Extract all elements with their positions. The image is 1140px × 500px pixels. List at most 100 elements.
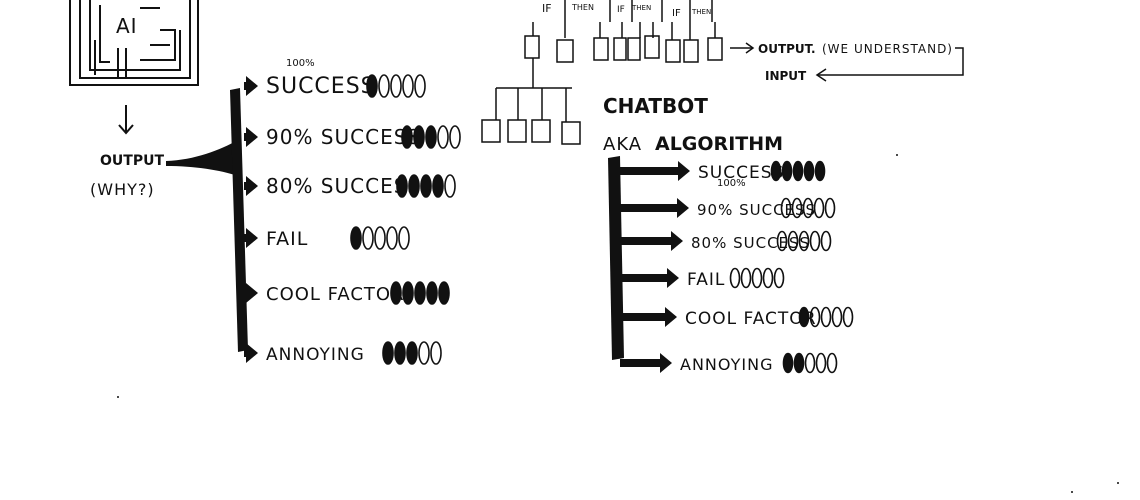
- aka-label: AKA: [603, 134, 642, 155]
- algorithm-rating-dot-empty: [775, 269, 784, 288]
- ai-rating-dot-empty: [438, 126, 448, 148]
- ai-rating-dot-filled: [426, 126, 436, 148]
- algorithm-rating-dot-filled: [795, 354, 804, 373]
- ai-rating-dot-empty: [379, 75, 389, 97]
- algorithm-rating-dot-empty: [764, 269, 773, 288]
- ai-row-label: ANNOYING: [266, 345, 365, 365]
- algorithm-bracket-arrow: [620, 198, 689, 218]
- ai-rating-dot-empty: [375, 227, 385, 249]
- ai-rating-dot-filled: [439, 282, 449, 304]
- ai-bracket-spine: [230, 88, 248, 352]
- chatbot-title: CHATBOT: [603, 94, 708, 118]
- algorithm-rating-dot-empty: [822, 232, 831, 251]
- flow-input-label: INPUT: [765, 69, 807, 83]
- algorithm-rating-dot-filled: [816, 162, 825, 181]
- algorithm-bracket-arrow: [620, 353, 672, 373]
- ai-row-label: COOL FACTOR: [266, 284, 405, 305]
- ai-rating-dot-filled: [433, 175, 443, 197]
- algorithm-label: ALGORITHM: [655, 133, 783, 155]
- ai-rating-dot-filled: [403, 282, 413, 304]
- ai-bracket-arrow: [244, 76, 258, 96]
- ai-rating-dot-filled: [409, 175, 419, 197]
- algorithm-bracket-arrow: [620, 268, 679, 288]
- ai-rating-dot-empty: [431, 342, 441, 364]
- algorithm-rating-dot-filled: [783, 162, 792, 181]
- ai-bracket-arrow: [244, 176, 258, 196]
- then-label-1: THEN: [571, 3, 594, 12]
- algorithm-rating-dot-filled: [784, 354, 793, 373]
- algorithm-row-label: ANNOYING: [680, 355, 773, 374]
- ai-rating-dot-empty: [363, 227, 373, 249]
- ai-bracket-arrow: [244, 228, 258, 248]
- ai-rating-dot-empty: [415, 75, 425, 97]
- ai-rating-dot-filled: [421, 175, 431, 197]
- algorithm-rating-dot-empty: [822, 308, 831, 327]
- algorithm-rating-dot-filled: [805, 162, 814, 181]
- algorithm-rating-dot-filled: [800, 308, 809, 327]
- algorithm-rating-dot-empty: [817, 354, 826, 373]
- ai-rating-dot-filled: [407, 342, 417, 364]
- algorithm-rating-dot-empty: [833, 308, 842, 327]
- algorithm-row-label: FAIL: [687, 270, 725, 290]
- ai-rating-dot-empty: [387, 227, 397, 249]
- ai-row-label: 90% SUCCESS: [266, 125, 421, 149]
- algorithm-bracket-arrow: [620, 231, 683, 251]
- algorithm-rating-dot-empty: [811, 232, 820, 251]
- algorithm-rating-dot-empty: [742, 269, 751, 288]
- ai-rating-dot-empty: [445, 175, 455, 197]
- ai-rating-dot-empty: [391, 75, 401, 97]
- flow-output-label: OUTPUT.: [758, 42, 816, 56]
- ai-maze-box: [70, 0, 198, 85]
- ai-rating-dot-filled: [414, 126, 424, 148]
- algorithm-rating-dot-empty: [731, 269, 740, 288]
- ai-rating-dot-empty: [399, 227, 409, 249]
- algorithm-bracket-arrow: [620, 307, 677, 327]
- ai-rating-dot-filled: [391, 282, 401, 304]
- algorithm-row-label: COOL FACTOR: [685, 309, 817, 329]
- algorithm-rating-dot-filled: [772, 162, 781, 181]
- ai-rating-dot-empty: [450, 126, 460, 148]
- ai-rating-dot-empty: [403, 75, 413, 97]
- algorithm-rating-dot-empty: [753, 269, 762, 288]
- speck: [1117, 482, 1119, 484]
- if-label-3: IF: [672, 8, 681, 19]
- we-understand-label: (WE UNDERSTAND): [822, 42, 953, 56]
- ai-rating-dot-filled: [395, 342, 405, 364]
- ai-row-label: SUCCESS: [266, 74, 376, 99]
- ai-bracket-arrow: [244, 283, 258, 303]
- algorithm-rating-dot-empty: [826, 199, 835, 218]
- if-then-flow: [482, 0, 963, 144]
- speck: [1071, 491, 1073, 493]
- if-label-2: IF: [617, 5, 625, 15]
- ai-rating-dot-filled: [427, 282, 437, 304]
- ai-bracket-arrow: [244, 343, 258, 363]
- why-label: (WHY?): [90, 180, 155, 199]
- ai-rating-dot-filled: [383, 342, 393, 364]
- output-label: OUTPUT: [100, 153, 164, 169]
- ai-label: AI: [116, 14, 138, 38]
- algorithm-bracket-arrows: [620, 161, 690, 373]
- ai-bracket-arrow: [244, 127, 258, 147]
- ai-rating-dot-filled: [351, 227, 361, 249]
- ai-row-label: FAIL: [266, 228, 308, 250]
- speck: [117, 396, 119, 398]
- ai-rating-dot-filled: [402, 126, 412, 148]
- if-label-1: IF: [542, 2, 552, 15]
- ai-rating-dot-empty: [419, 342, 429, 364]
- speck: [896, 154, 898, 156]
- then-label-2: THEN: [631, 4, 651, 12]
- algorithm-rating-dot-empty: [844, 308, 853, 327]
- ai-rating-dot-filled: [397, 175, 407, 197]
- algorithm-rating-dot-empty: [806, 354, 815, 373]
- algorithm-rating-dot-filled: [794, 162, 803, 181]
- algorithm-row-label: 80% SUCCESS: [691, 234, 810, 252]
- algorithm-bracket-spine: [608, 156, 624, 360]
- algorithm-bracket-arrow: [620, 161, 690, 181]
- ai-rating-dot-filled: [415, 282, 425, 304]
- ai-row-note: 100%: [286, 58, 315, 69]
- algorithm-row-note: 100%: [717, 178, 746, 189]
- algorithm-rating-dot-empty: [828, 354, 837, 373]
